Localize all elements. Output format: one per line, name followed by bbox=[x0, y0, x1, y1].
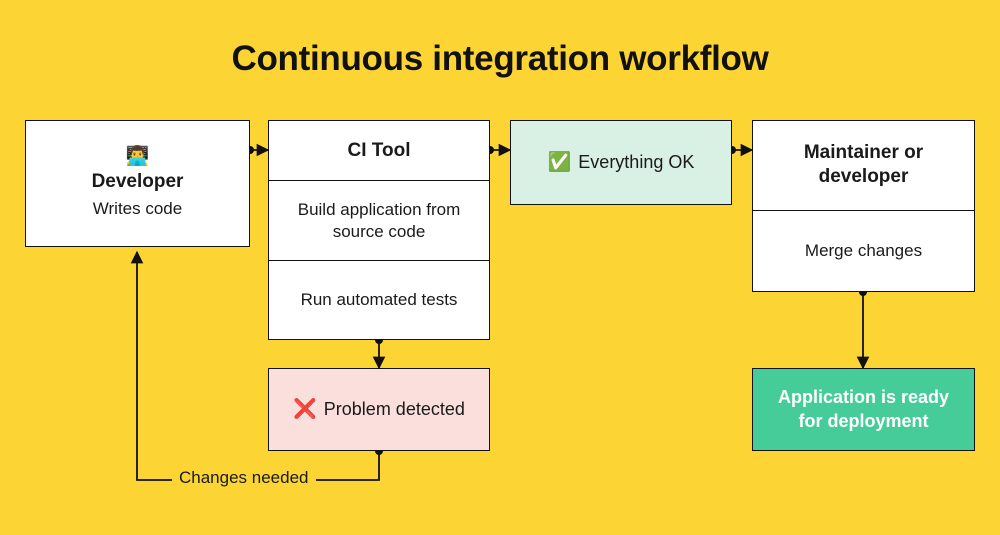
ci-tool-title: CI Tool bbox=[347, 139, 411, 161]
node-developer[interactable]: 👨‍💻 Developer Writes code bbox=[25, 120, 250, 247]
page-title: Continuous integration workflow bbox=[231, 39, 769, 78]
node-everything-ok[interactable]: ✅ Everything OK bbox=[510, 120, 732, 205]
everything-ok-label: Everything OK bbox=[578, 151, 695, 172]
everything-ok-content: ✅ Everything OK bbox=[511, 121, 731, 204]
edge-label-changes-needed: Changes needed bbox=[172, 468, 316, 488]
cross-mark-icon: ❌ bbox=[293, 399, 317, 420]
edge-ci-tool-to-problem-detected bbox=[372, 336, 386, 370]
check-mark-icon: ✅ bbox=[547, 152, 572, 173]
edge-maintainer-to-deployment bbox=[856, 288, 870, 370]
node-deployment-ready[interactable]: Application is ready for deployment bbox=[752, 368, 975, 451]
problem-detected-label: Problem detected bbox=[323, 398, 465, 419]
node-maintainer[interactable]: Maintainer or developer Merge changes bbox=[752, 120, 975, 292]
developer-title: Developer bbox=[91, 170, 184, 192]
ci-tool-step-tests: Run automated tests bbox=[269, 259, 489, 339]
developer-content: 👨‍💻 Developer Writes code bbox=[26, 121, 249, 246]
deployment-label: Application is ready for deployment bbox=[777, 387, 950, 431]
problem-detected-content: ❌ Problem detected bbox=[269, 369, 489, 450]
node-ci-tool[interactable]: CI Tool Build application from source co… bbox=[268, 120, 490, 340]
ci-tool-step-build: Build application from source code bbox=[269, 180, 489, 259]
maintainer-action: Merge changes bbox=[753, 209, 974, 291]
maintainer-title: Maintainer or developer bbox=[803, 142, 924, 188]
node-problem-detected[interactable]: ❌ Problem detected bbox=[268, 368, 490, 451]
technologist-icon: 👨‍💻 bbox=[125, 145, 150, 167]
developer-subtitle: Writes code bbox=[92, 199, 183, 219]
